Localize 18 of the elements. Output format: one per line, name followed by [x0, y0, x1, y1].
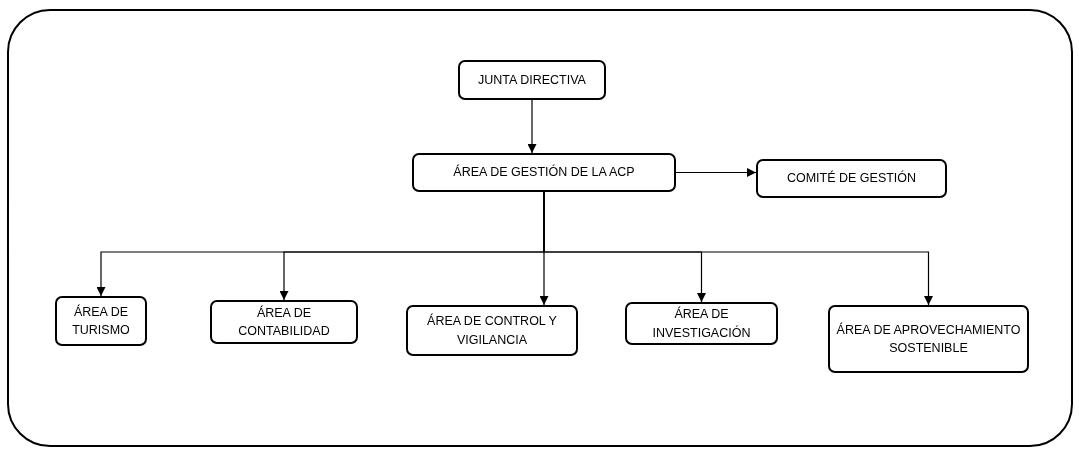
box-label: ÁREA DE CONTABILIDAD	[237, 304, 331, 340]
org-box	[406, 305, 578, 356]
org-box	[756, 159, 947, 198]
org-box	[625, 302, 778, 345]
box-label: ÁREA DE INVESTIGACIÓN	[651, 305, 752, 342]
org-box	[412, 153, 676, 192]
arrow	[675, 168, 757, 177]
box-label: COMITÉ DE GESTIÓN	[785, 169, 918, 188]
org-box	[210, 300, 358, 344]
box-label: ÁREA DE CONTROL Y VIGILANCIA	[426, 312, 558, 349]
org-box	[828, 305, 1029, 373]
box-label: ÁREA DE TURISMO	[71, 303, 131, 339]
box-label: ÁREA DE APROVECHAMIENTO SOSTENIBLE	[835, 321, 1022, 357]
org-box	[458, 60, 606, 100]
org-box	[55, 296, 147, 346]
box-label: JUNTA DIRECTIVA	[477, 71, 587, 89]
arrow	[527, 99, 537, 154]
box-label: ÁREA DE GESTIÓN DE LA ACP	[452, 163, 636, 182]
